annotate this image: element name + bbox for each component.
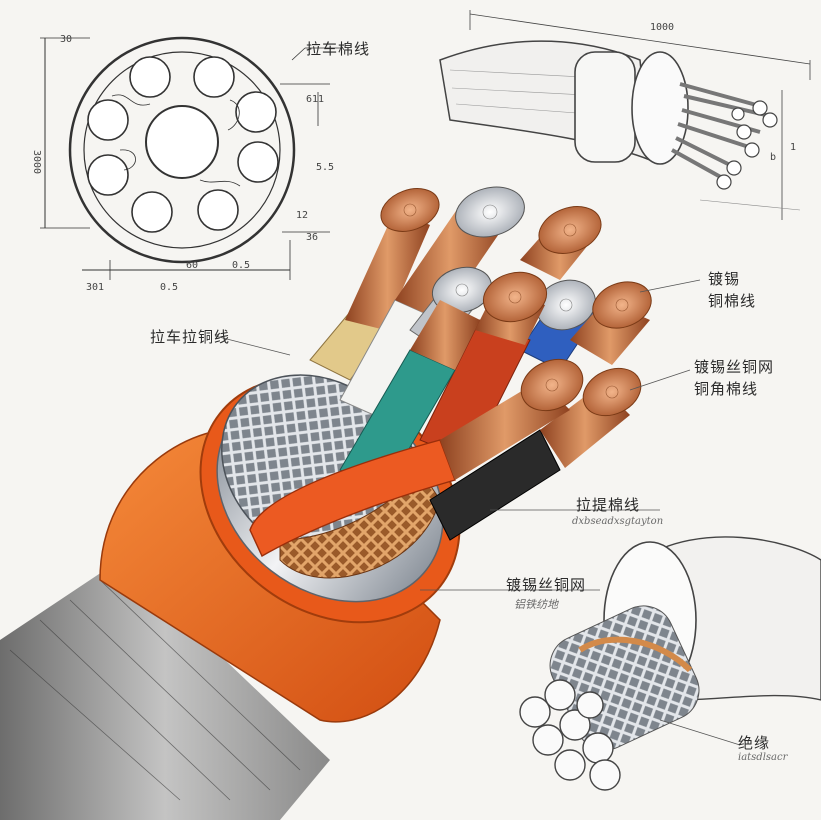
dim-bottom-1: 301	[86, 282, 104, 293]
dim-bottom-2: 60	[186, 260, 198, 271]
label-tinned-mesh-2: 铜角棉线	[694, 380, 759, 398]
dim-b: b	[770, 152, 776, 163]
dim-bottom-4: 0.5	[160, 282, 178, 293]
label-tinned-mesh-1: 镀锡丝铜网	[694, 358, 775, 376]
label-tinned-cotton-1: 镀锡	[708, 270, 741, 288]
dimension-texts: 3000 611 5.5 12 36 301 60 0.5 0.5 1000 b…	[31, 22, 796, 293]
conductor-copper-right	[570, 281, 652, 365]
dim-top-left: 30	[60, 34, 72, 45]
dim-bottom-right: 36	[306, 232, 318, 243]
label-cotton-right-sub: dxbseadxsgtayton	[572, 516, 664, 527]
conductor-copper-top	[520, 206, 602, 280]
label-tinned-cotton-2: 铜棉线	[708, 292, 757, 310]
dim-small: 611	[306, 94, 324, 105]
label-cotton-right: 拉提棉线	[576, 496, 641, 514]
label-mesh-lower-2: 铝铁纺地	[514, 598, 558, 611]
dim-right: 5.5	[316, 162, 334, 173]
leader-lines	[214, 279, 741, 746]
dim-side: 3000	[31, 150, 42, 174]
main-cable	[0, 186, 652, 820]
dim-1: 1	[790, 142, 796, 153]
label-mesh-lower-1: 镀锡丝铜网	[506, 576, 587, 594]
conductor-teal	[339, 300, 480, 491]
conductor-red	[419, 271, 548, 461]
label-left-shield: 拉车拉铜线	[150, 328, 231, 346]
dim-bottom-3: 0.5	[232, 260, 250, 271]
label-top-cotton: 拉车棉线	[306, 40, 371, 58]
cross-section-sketch	[40, 36, 340, 280]
dim-length: 1000	[650, 22, 674, 33]
conductor-blue-tinned	[519, 279, 601, 371]
dim-12: 12	[296, 210, 308, 221]
conductor-orange	[249, 358, 584, 557]
conductor-cream	[309, 188, 440, 381]
label-insulation: 绝缘	[738, 734, 771, 752]
cable-side-sketch	[439, 10, 811, 220]
conductor-black	[429, 367, 642, 541]
label-insulation-sub: iatsdlsacr	[738, 752, 788, 763]
bundle-sketch	[519, 536, 821, 791]
